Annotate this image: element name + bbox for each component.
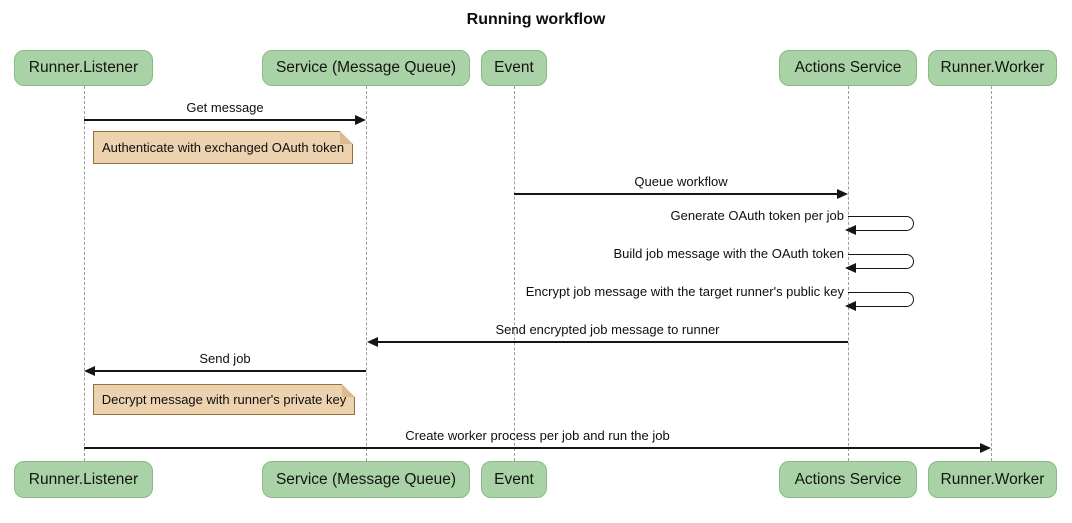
message-label-create-worker-process: Create worker process per job and run th… — [405, 428, 670, 443]
message-label-send-encrypted-job: Send encrypted job message to runner — [495, 322, 720, 337]
arrowhead-left-icon — [845, 301, 856, 311]
note-authenticate: Authenticate with exchanged OAuth token — [93, 131, 353, 164]
diagram-title: Running workflow — [466, 11, 606, 28]
lifeline-runner-listener — [84, 86, 85, 461]
participant-service-message-queue-bottom: Service (Message Queue) — [262, 461, 470, 498]
arrowhead-left-icon — [845, 263, 856, 273]
message-label-send-job: Send job — [199, 351, 251, 366]
arrowhead-left-icon — [845, 225, 856, 235]
message-label-build-job-message: Build job message with the OAuth token — [613, 246, 844, 261]
message-line — [84, 447, 980, 449]
lifeline-actions-service — [848, 86, 849, 461]
message-line — [514, 193, 837, 195]
message-label-queue-workflow: Queue workflow — [634, 174, 728, 189]
participant-runner-listener-top: Runner.Listener — [14, 50, 153, 86]
participant-event-top: Event — [481, 50, 547, 86]
message-label-get-message: Get message — [186, 100, 264, 115]
arrowhead-left-icon — [84, 366, 95, 376]
arrowhead-right-icon — [980, 443, 991, 453]
participant-runner-worker-top: Runner.Worker — [928, 50, 1057, 86]
message-line — [95, 370, 366, 372]
lifeline-service-message-queue — [366, 86, 367, 461]
participant-event-bottom: Event — [481, 461, 547, 498]
participant-actions-service-bottom: Actions Service — [779, 461, 917, 498]
arrowhead-right-icon — [837, 189, 848, 199]
message-label-generate-oauth-token: Generate OAuth token per job — [670, 208, 844, 223]
message-label-encrypt-job-message: Encrypt job message with the target runn… — [525, 284, 844, 299]
participant-runner-worker-bottom: Runner.Worker — [928, 461, 1057, 498]
lifeline-event — [514, 86, 515, 461]
participant-runner-listener-bottom: Runner.Listener — [14, 461, 153, 498]
participant-actions-service-top: Actions Service — [779, 50, 917, 86]
self-loop-line — [848, 292, 914, 307]
message-line — [84, 119, 355, 121]
self-loop-line — [848, 254, 914, 269]
arrowhead-left-icon — [367, 337, 378, 347]
message-line — [378, 341, 848, 343]
participant-service-message-queue-top: Service (Message Queue) — [262, 50, 470, 86]
note-decrypt: Decrypt message with runner's private ke… — [93, 384, 355, 415]
arrowhead-right-icon — [355, 115, 366, 125]
lifeline-runner-worker — [991, 86, 992, 461]
self-loop-line — [848, 216, 914, 231]
